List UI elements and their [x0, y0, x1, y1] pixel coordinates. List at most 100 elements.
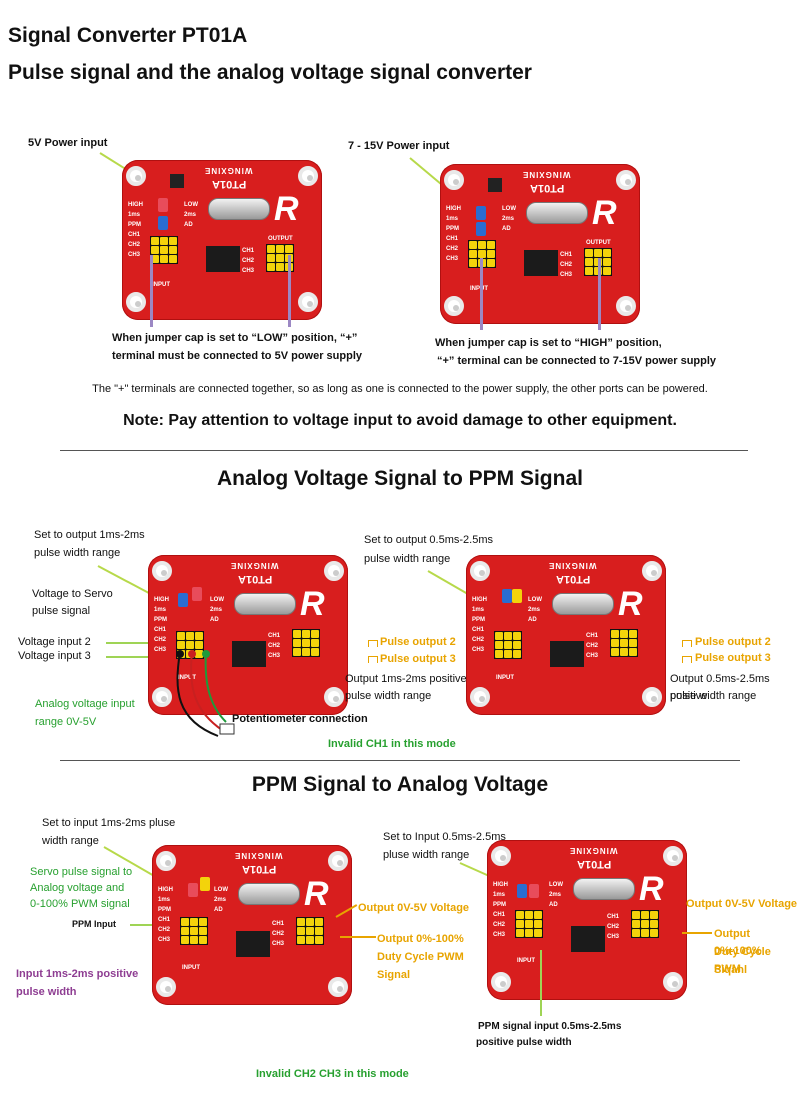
board-brand: WINGXINE	[548, 561, 597, 570]
mount-hole	[491, 846, 511, 866]
output-header	[631, 910, 659, 938]
label-output-pwm: Duty Cycle PWM	[714, 946, 771, 975]
label-pulse-output-3: Pulse output 3	[695, 652, 771, 664]
crystal	[526, 202, 588, 224]
label-vin2: Voltage input 2	[18, 636, 91, 648]
jumper-cap	[476, 222, 486, 236]
silk-input: INPUT	[496, 675, 514, 681]
input-header	[468, 240, 496, 268]
regulator	[170, 174, 184, 188]
board-brand: WINGXINE	[569, 846, 618, 855]
crystal	[208, 198, 270, 220]
silk-output: OUTPUT	[268, 236, 293, 242]
mount-hole	[126, 166, 146, 186]
mount-hole	[298, 292, 318, 312]
pointer-line	[540, 950, 542, 1016]
potentiometer-wires	[176, 650, 235, 737]
label-pulse-output-3: Pulse output 3	[380, 653, 456, 665]
silk-input: INPUT	[182, 965, 200, 971]
label-servo: Voltage to Servo	[32, 588, 113, 600]
label-set-input-1ms: width range	[42, 835, 99, 847]
label-set-05ms: pulse width range	[364, 553, 451, 565]
silk-input: INPUT	[470, 286, 488, 292]
mount-hole	[298, 166, 318, 186]
output-header	[292, 629, 320, 657]
label-set-input-05ms: Set to Input 0.5ms-2.5ms	[383, 831, 506, 843]
jumper-cap	[476, 206, 486, 220]
mount-hole	[470, 687, 490, 707]
label-output-pwm: Signal	[377, 969, 411, 981]
logo-mark: R	[300, 585, 325, 623]
label-output-pwm: Siqanl	[714, 964, 748, 976]
jumper-cap	[512, 589, 522, 603]
mount-hole	[324, 561, 344, 581]
input-header	[180, 917, 208, 945]
input-header	[515, 910, 543, 938]
crystal	[238, 883, 300, 905]
mount-hole	[156, 851, 176, 871]
board-model: PT01A	[238, 573, 273, 585]
chip	[236, 931, 270, 957]
mount-hole	[328, 977, 348, 997]
power-right-note: When jumper cap is set to “HIGH” positio…	[435, 337, 662, 349]
label-servo-to-analog: 0-100% PWM signal	[30, 898, 130, 910]
power-left-note: When jumper cap is set to “LOW” position…	[112, 332, 358, 344]
mount-hole	[663, 846, 683, 866]
board-model: PT01A	[530, 182, 565, 194]
label-output-voltage: Output 0V-5V Voltage	[358, 902, 470, 914]
pulse-symbol	[682, 640, 692, 647]
jumper-cap	[529, 884, 539, 898]
board-brand: WINGXINE	[234, 851, 283, 860]
label-pulse-output-2: Pulse output 2	[695, 636, 771, 648]
chip	[524, 250, 558, 276]
label-servo: pulse signal	[32, 605, 91, 617]
label-potentiometer: Potentiometer connection	[232, 713, 368, 725]
label-ppm-input: PPM Input	[72, 919, 116, 929]
board-model: PT01A	[242, 863, 277, 875]
board-brand: WINGXINE	[522, 170, 571, 179]
page-subtitle: Pulse signal and the analog voltage sign…	[8, 61, 532, 84]
label-output-05ms: pulse width range	[670, 690, 757, 702]
board-brand: WINGXINE	[204, 166, 253, 175]
pointer-line	[150, 255, 153, 327]
label-set-input-05ms: pluse width range	[383, 849, 470, 861]
label-output-pwm: Output 0%-100%	[714, 928, 762, 957]
voltage-warning: Note: Pay attention to voltage input to …	[123, 412, 677, 429]
label-output-pwm: Duty Cycle PWM	[377, 951, 464, 963]
silk-input: INPUT	[517, 958, 535, 964]
mount-hole	[126, 292, 146, 312]
jumper-cap	[158, 216, 168, 230]
mount-hole	[152, 561, 172, 581]
section-heading: PPM Signal to Analog Voltage	[251, 773, 549, 796]
label-output-05ms: Output 0.5ms-2.5ms positive	[670, 673, 770, 702]
board-model: PT01A	[556, 573, 591, 585]
crystal	[552, 593, 614, 615]
jumper-cap	[192, 587, 202, 601]
pointer-line	[682, 932, 712, 934]
label-output-1ms: Output 1ms-2ms positive	[345, 673, 467, 685]
mount-hole	[328, 851, 348, 871]
chip	[550, 641, 584, 667]
crystal	[573, 878, 635, 900]
silk-input: INPUT	[152, 282, 170, 288]
logo-mark: R	[274, 190, 299, 228]
divider	[60, 450, 748, 451]
mount-hole	[470, 561, 490, 581]
label-set-input-1ms: Set to input 1ms-2ms pluse	[42, 817, 176, 829]
board-model: PT01A	[577, 858, 612, 870]
